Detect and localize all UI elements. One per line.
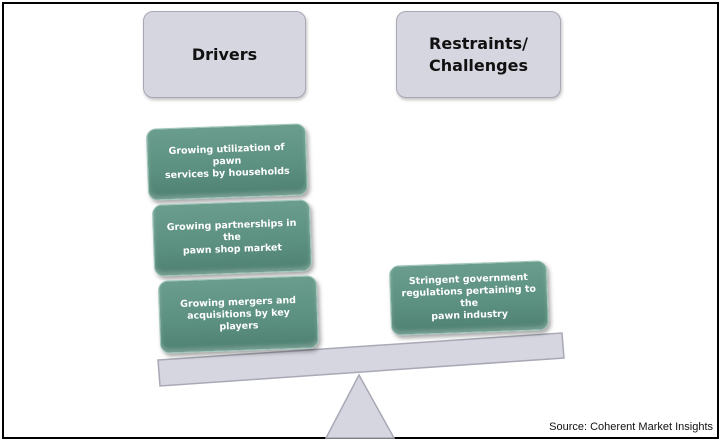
driver-card-text: acquisitions by key players <box>186 306 291 333</box>
driver-card-households: Growing utilization of pawn services by … <box>145 123 309 201</box>
restraints-header-line1: Restraints/ <box>429 33 528 53</box>
drivers-header: Drivers <box>143 11 306 98</box>
driver-card-mergers: Growing mergers and acquisitions by key … <box>157 275 320 354</box>
driver-card-partnerships: Growing partnerships in the pawn shop ma… <box>151 199 313 277</box>
source-caption: Source: Coherent Market Insights <box>549 421 713 433</box>
restraints-header-line2: Challenges <box>429 55 528 75</box>
restraints-header: Restraints/ Challenges <box>396 11 561 98</box>
fulcrum-triangle <box>324 373 396 439</box>
restraint-card-regulations: Stringent government regulations pertain… <box>388 260 550 336</box>
balance-beam <box>157 332 565 387</box>
drivers-header-label: Drivers <box>191 44 258 64</box>
